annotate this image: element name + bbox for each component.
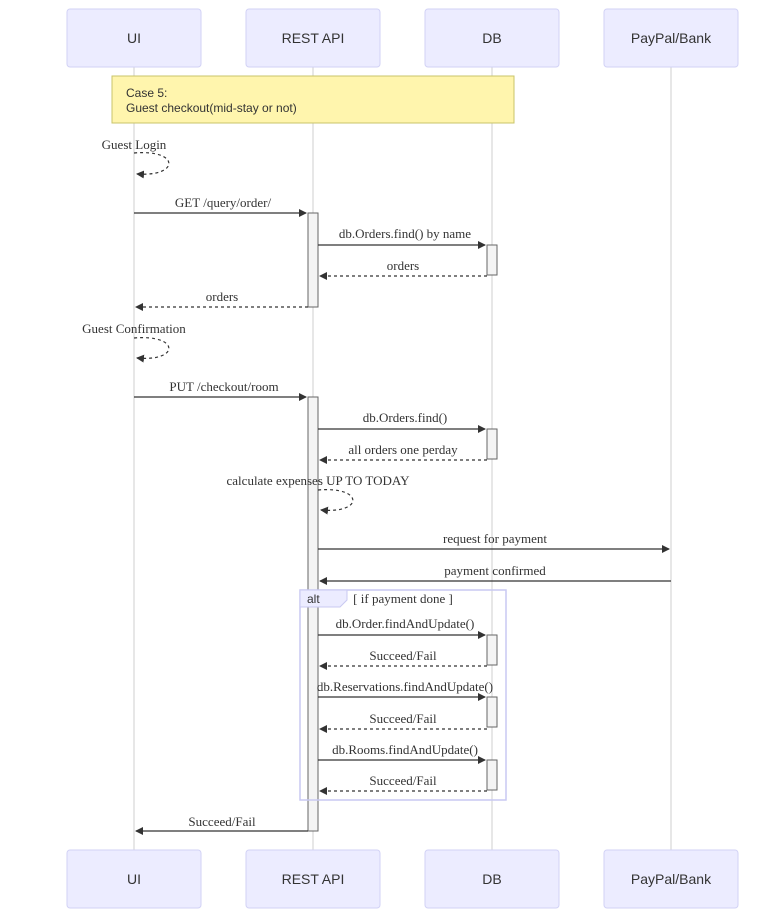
alt-tab (299, 589, 348, 608)
activation-api-2 (307, 396, 319, 832)
msg-all-orders-one-perday: all orders one perday (348, 442, 458, 457)
note-case-5: Case 5: Guest checkout(mid-stay or not) (111, 75, 515, 124)
actor-rest-api-label: REST API (282, 30, 345, 46)
actor-paypal-top: PayPal/Bank (603, 8, 739, 68)
actor-rest-api-bottom-label: REST API (282, 871, 345, 887)
actor-paypal-bottom-label: PayPal/Bank (631, 871, 712, 887)
actor-db-bottom-label: DB (482, 871, 501, 887)
actor-ui-label: UI (127, 30, 141, 46)
actor-paypal-label: PayPal/Bank (631, 30, 712, 46)
msg-calculate-expenses: calculate expenses UP TO TODAY (227, 473, 411, 488)
actor-ui-bottom: UI (66, 849, 202, 909)
msg-request-for-payment: request for payment (443, 531, 547, 546)
arrow-guest-confirmation (133, 337, 170, 363)
actor-db-top: DB (424, 8, 560, 68)
msg-succeed-fail-2: Succeed/Fail (369, 711, 437, 726)
actor-db-bottom: DB (424, 849, 560, 909)
activation-db-5 (486, 759, 498, 791)
activation-db-3 (486, 634, 498, 666)
msg-orders-to-ui: orders (206, 289, 239, 304)
arrow-guest-login (133, 152, 170, 179)
msg-put-checkout-room: PUT /checkout/room (169, 379, 278, 394)
msg-db-order-find-and-update: db.Order.findAndUpdate() (336, 616, 475, 631)
msg-succeed-fail-3: Succeed/Fail (369, 773, 437, 788)
alt-condition: [ if payment done ] (353, 591, 453, 606)
note-line-1: Case 5: (126, 86, 167, 100)
msg-guest-login: Guest Login (102, 137, 167, 152)
msg-succeed-fail-1: Succeed/Fail (369, 648, 437, 663)
msg-guest-confirmation: Guest Confirmation (82, 321, 186, 336)
actor-ui-top: UI (66, 8, 202, 68)
arrow-calculate-expenses (317, 489, 354, 515)
msg-db-reservations-find-and-update: db.Reservations.findAndUpdate() (317, 679, 493, 694)
actor-paypal-bottom: PayPal/Bank (603, 849, 739, 909)
activation-db-2 (486, 428, 498, 460)
msg-db-rooms-find-and-update: db.Rooms.findAndUpdate() (332, 742, 478, 757)
activation-db-1 (486, 244, 498, 276)
alt-keyword: alt (307, 592, 320, 606)
msg-db-orders-find: db.Orders.find() (363, 410, 447, 425)
actor-rest-api-top: REST API (245, 8, 381, 68)
actor-db-label: DB (482, 30, 501, 46)
actor-ui-bottom-label: UI (127, 871, 141, 887)
msg-succeed-fail-ui: Succeed/Fail (188, 814, 256, 829)
msg-db-orders-find-by-name: db.Orders.find() by name (339, 226, 471, 241)
actor-rest-api-bottom: REST API (245, 849, 381, 909)
msg-payment-confirmed: payment confirmed (444, 563, 546, 578)
msg-orders-from-db: orders (387, 258, 420, 273)
msg-get-query-order: GET /query/order/ (175, 195, 272, 210)
note-line-2: Guest checkout(mid-stay or not) (126, 101, 297, 115)
activation-api-1 (307, 212, 319, 308)
alt-frame: alt [ if payment done ] (299, 589, 507, 801)
activation-db-4 (486, 696, 498, 728)
